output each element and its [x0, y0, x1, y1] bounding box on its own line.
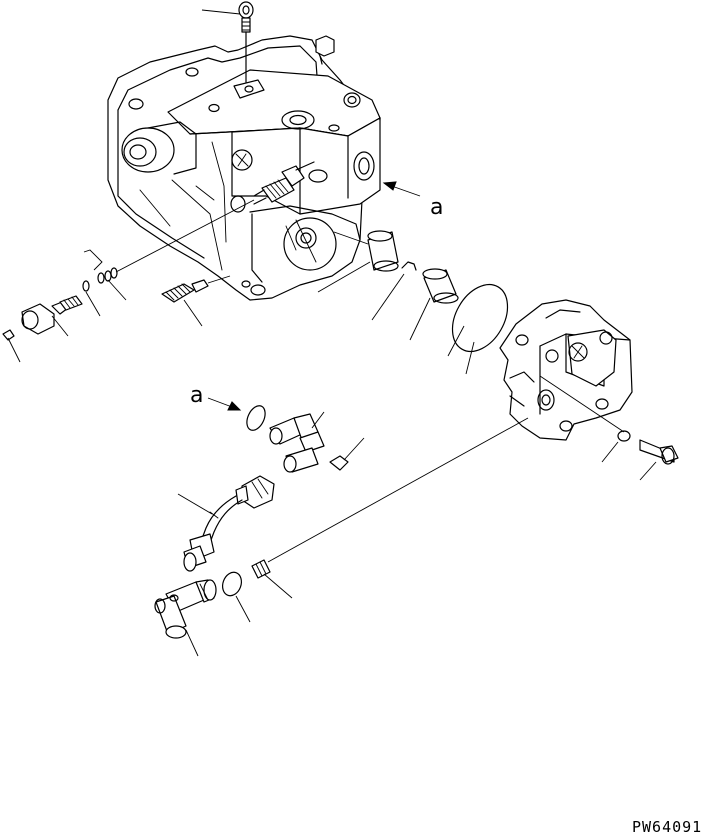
gear-pump — [499, 299, 633, 441]
o-ring-b-a — [246, 405, 266, 431]
fitting-c — [329, 455, 349, 471]
leader-oring-small — [85, 291, 101, 317]
eye-bolt — [233, 1, 265, 99]
spring-pin — [367, 230, 399, 272]
leader-elbow-fitting — [185, 629, 199, 657]
leader-plug-b — [263, 573, 293, 599]
view-label-a-right: a — [430, 195, 443, 220]
leader-cap — [7, 337, 21, 363]
fitting-nipple — [21, 295, 83, 335]
elbow-fitting — [154, 579, 217, 639]
leader-orings — [107, 279, 127, 301]
leader-o-ring-large — [447, 325, 465, 357]
view-arrow-left: a — [190, 383, 242, 411]
plug — [161, 275, 231, 303]
axis-line-long — [267, 417, 529, 563]
leader-seal-ring — [409, 297, 431, 341]
leader-washer — [601, 441, 619, 463]
leader-spring-pin — [317, 261, 371, 293]
connector-cap — [2, 329, 15, 341]
leader-fitting-c — [343, 437, 365, 461]
elbow — [269, 413, 325, 473]
leader-elbow — [311, 411, 325, 429]
figure-code: PW64091 — [632, 818, 702, 836]
snap-ring — [401, 261, 417, 271]
leader-o-ring-large-2 — [465, 341, 475, 375]
plug-b — [251, 559, 271, 579]
leader-eye-bolt — [201, 9, 241, 15]
o-ring-small — [82, 267, 118, 292]
washer — [617, 430, 631, 442]
leader-snap-ring — [371, 273, 405, 321]
axis-line-gear — [539, 375, 625, 433]
bolt — [639, 439, 679, 465]
leader-o-ring-b — [235, 595, 251, 623]
leader-plug — [183, 299, 203, 327]
o-ring-large — [451, 283, 509, 353]
leader-fitting — [51, 315, 69, 337]
hose — [183, 475, 275, 572]
leader-bolt — [639, 461, 657, 481]
pump-main-body — [107, 35, 381, 301]
leader-hose — [177, 493, 213, 515]
leader-bracket — [83, 249, 103, 271]
view-label-a-left: a — [190, 383, 203, 408]
axis-line-pin — [333, 231, 369, 245]
o-ring-b — [221, 571, 243, 597]
seal-ring — [422, 268, 459, 304]
axis-line-left — [115, 199, 255, 273]
view-arrow-right: a — [382, 181, 443, 220]
